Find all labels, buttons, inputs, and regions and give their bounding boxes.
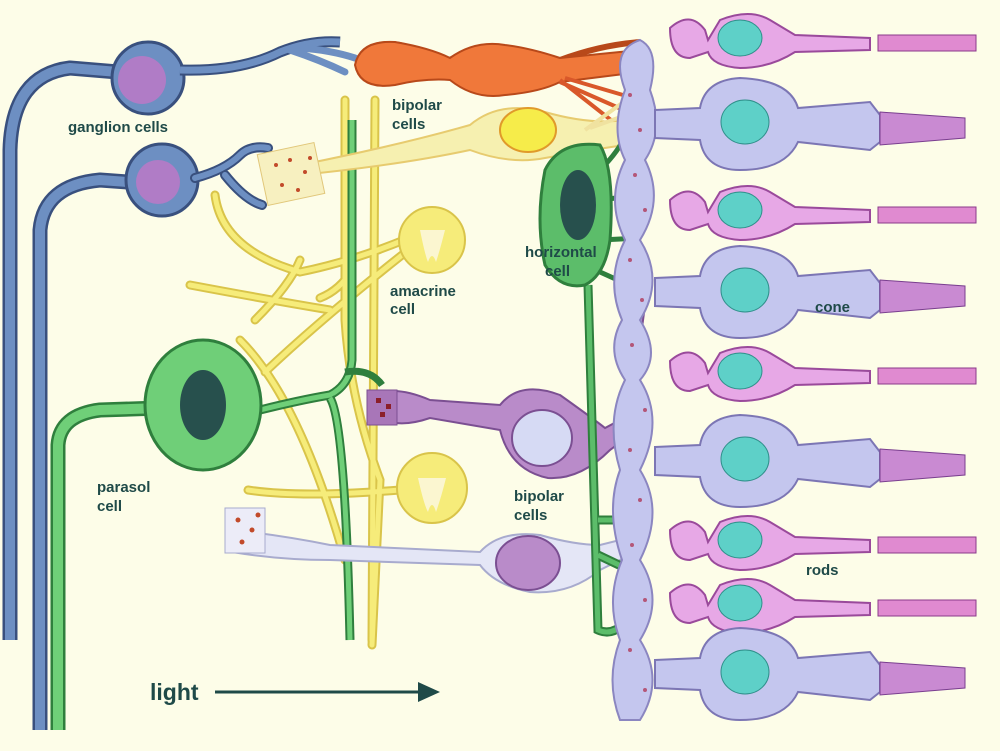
horizontal-cell-label-line1: horizontal <box>525 244 597 261</box>
rods-label: rods <box>806 562 839 579</box>
cone <box>654 626 966 722</box>
bipolar-cell-lavender <box>224 507 641 594</box>
rod <box>668 185 977 242</box>
ganglion-nucleus-2 <box>136 160 180 204</box>
rod-cells <box>668 13 977 635</box>
light-arrow <box>215 682 440 702</box>
cone <box>654 76 966 172</box>
photoreceptor-terminals <box>611 38 658 721</box>
rod <box>668 515 977 572</box>
horizontal-nucleus <box>560 170 596 240</box>
rod <box>668 578 977 635</box>
bipolar-cells-top-label-line2: cells <box>392 116 426 133</box>
ganglion-nucleus-1 <box>118 56 166 104</box>
amacrine-cell-2 <box>396 452 468 524</box>
ganglion-cell-1 <box>2 36 359 640</box>
bipolar-cells-bottom-label-line2: cells <box>514 507 548 524</box>
bipolar-cell-purple <box>366 297 647 480</box>
cone <box>654 413 966 509</box>
rod <box>668 13 977 70</box>
cone <box>654 244 966 340</box>
bipolar-cells-top-label-line1: bipolar <box>392 97 443 114</box>
ganglion-cells-label: ganglion cells <box>68 119 169 136</box>
amacrine-cell-label-line2: cell <box>390 301 416 318</box>
horizontal-cell-label-line2: cell <box>545 263 571 280</box>
light-label: light <box>150 679 199 705</box>
amacrine-cell-1 <box>398 206 466 274</box>
ganglion-cell-2 <box>32 142 273 730</box>
amacrine-cell-label-line1: amacrine <box>390 283 456 300</box>
bipolar-cell-cream <box>256 88 642 207</box>
rod <box>668 346 977 403</box>
cone-label: cone <box>815 299 851 316</box>
parasol-cell <box>50 120 385 730</box>
parasol-nucleus <box>180 370 226 440</box>
parasol-cell-label-line2: cell <box>97 498 123 515</box>
cone-cells <box>654 76 966 722</box>
parasol-cell-label-line1: parasol <box>97 479 151 496</box>
bipolar-cells-bottom-label-line1: bipolar <box>514 488 565 505</box>
